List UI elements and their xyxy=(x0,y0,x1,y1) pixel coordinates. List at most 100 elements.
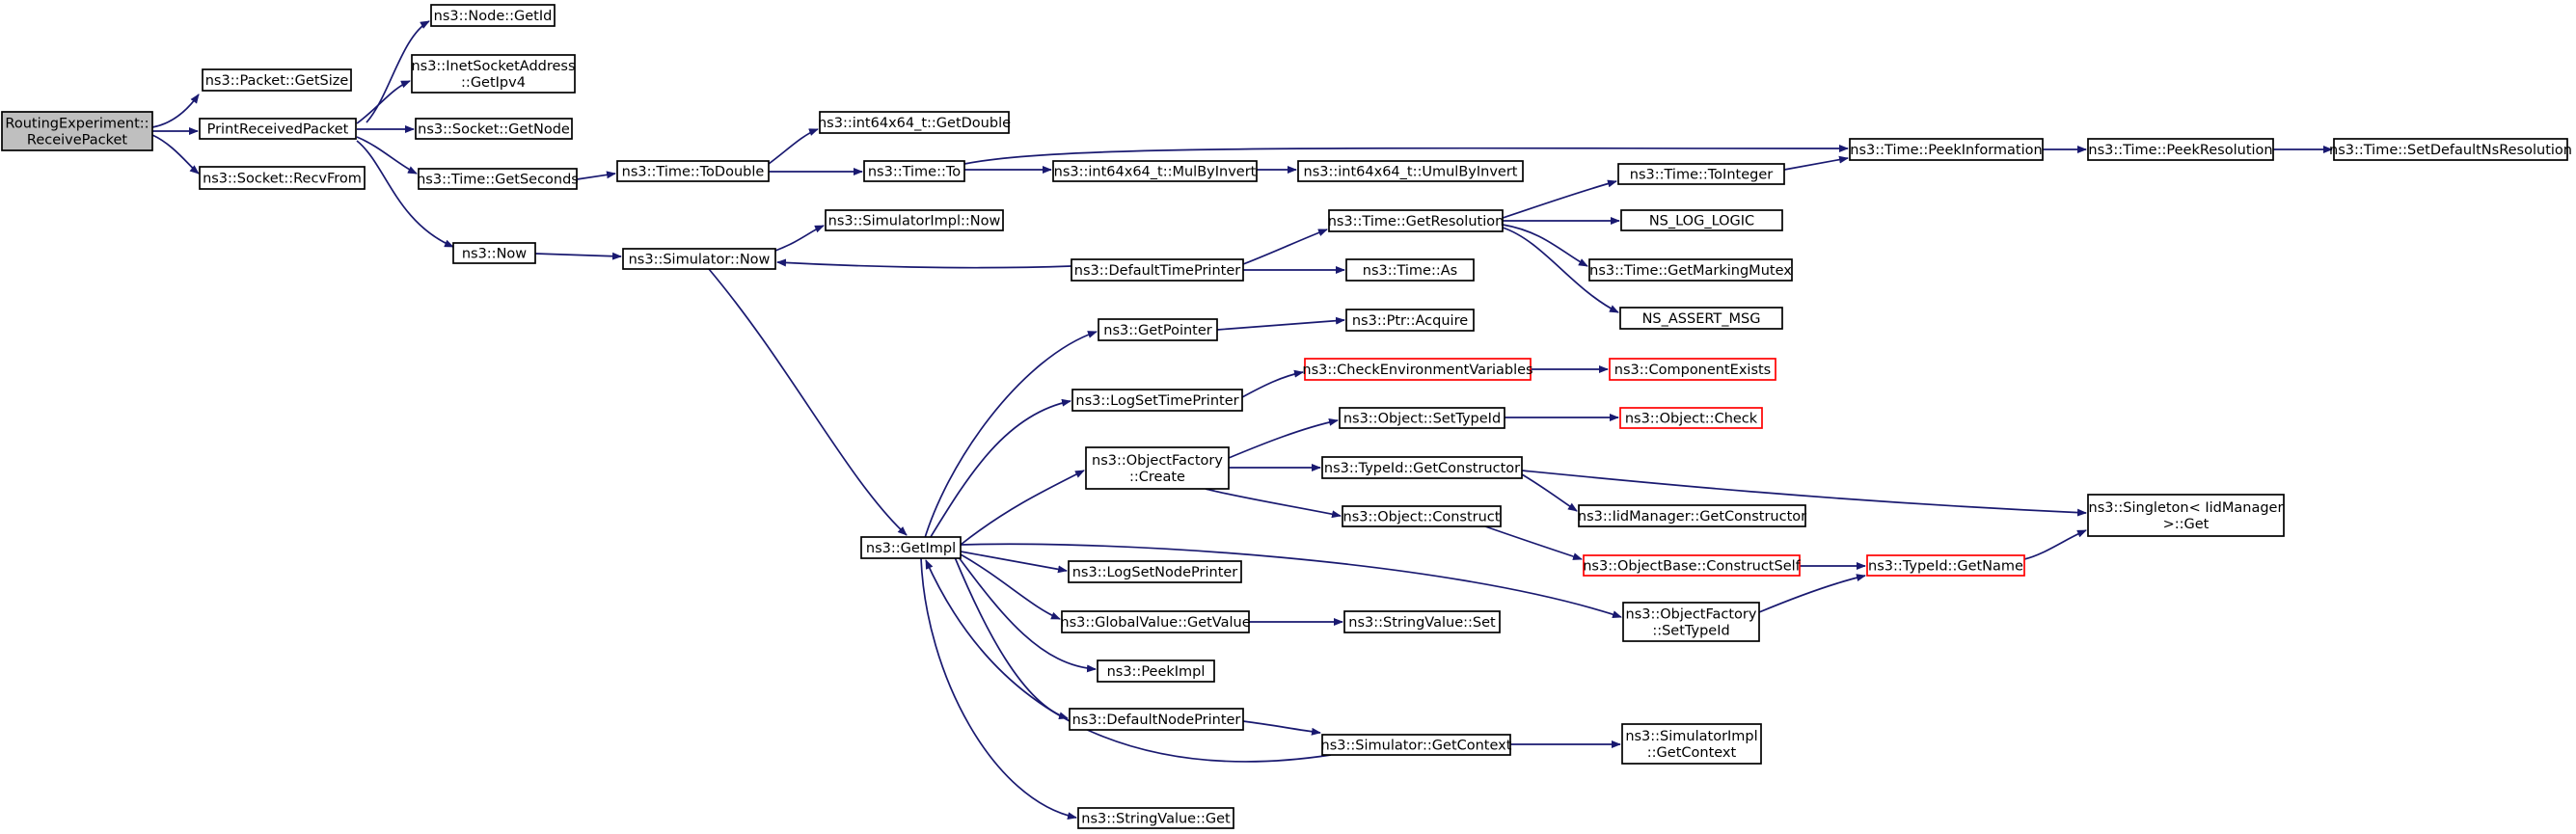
node-box xyxy=(1617,163,1785,185)
graph-node-umulbyinvert[interactable]: ns3::int64x64_t::UmulByInvert xyxy=(1297,160,1524,182)
node-label: PrintReceivedPacket xyxy=(207,122,349,138)
graph-node-timetointeger[interactable]: ns3::Time::ToInteger xyxy=(1617,163,1785,185)
node-label: ns3::Simulator::Now xyxy=(629,253,771,268)
graph-node-socketgetnode[interactable]: ns3::Socket::GetNode xyxy=(415,118,573,140)
call-edge-2 xyxy=(151,134,200,175)
graph-node-simimplnow[interactable]: ns3::SimulatorImpl::Now xyxy=(825,209,1004,231)
graph-node-nsassert[interactable]: NS_ASSERT_MSG xyxy=(1619,307,1783,330)
call-edge-41 xyxy=(960,543,1622,618)
node-box xyxy=(1068,560,1242,583)
graph-node-inet[interactable]: ns3::InetSocketAddress::GetIpv4 xyxy=(411,54,576,94)
graph-node-singleton[interactable]: ns3::Singleton< IidManager>::Get xyxy=(2087,494,2285,537)
node-box xyxy=(1085,446,1230,490)
graph-node-objsettypeid[interactable]: ns3::Object::SetTypeId xyxy=(1339,407,1505,429)
node-box xyxy=(202,68,352,92)
node-label: ns3::SimulatorImpl::Now xyxy=(828,214,1001,229)
node-label: ns3::int64x64_t::GetDouble xyxy=(818,116,1011,131)
graph-node-checkenv[interactable]: ns3::CheckEnvironmentVariables xyxy=(1302,358,1533,381)
graph-node-mulbyinvert[interactable]: ns3::int64x64_t::MulByInvert xyxy=(1052,160,1258,182)
call-edge-17 xyxy=(774,225,825,252)
node-label: ns3::Packet::GetSize xyxy=(205,73,349,89)
graph-node-globalvaluegetvalue[interactable]: ns3::GlobalValue::GetValue xyxy=(1060,610,1251,633)
node-box xyxy=(1619,407,1763,429)
node-label: ns3::DefaultTimePrinter xyxy=(1074,263,1240,279)
call-edge-52 xyxy=(708,268,908,536)
graph-node-defnodeprinter[interactable]: ns3::DefaultNodePrinter xyxy=(1069,708,1244,731)
node-label: RoutingExperiment:: xyxy=(5,117,149,132)
graph-node-i64getdouble[interactable]: ns3::int64x64_t::GetDouble xyxy=(818,111,1011,134)
graph-node-stringvalueget[interactable]: ns3::StringValue::Get xyxy=(1077,807,1234,829)
graph-node-typeidgetname[interactable]: ns3::TypeId::GetName xyxy=(1866,554,2025,577)
node-box xyxy=(1621,723,1762,765)
node-box xyxy=(863,160,965,182)
graph-node-getseconds[interactable]: ns3::Time::GetSeconds xyxy=(417,168,579,190)
graph-node-getsize[interactable]: ns3::Packet::GetSize xyxy=(202,68,352,92)
node-box xyxy=(199,166,366,190)
graph-node-constructself[interactable]: ns3::ObjectBase::ConstructSelf xyxy=(1583,554,1802,577)
graph-node-getresolution[interactable]: ns3::Time::GetResolution xyxy=(1328,209,1505,232)
node-label: ns3::Socket::RecvFrom xyxy=(203,172,362,187)
node-box xyxy=(2333,138,2568,161)
node-label: ns3::Time::SetDefaultNsResolution xyxy=(2329,143,2572,158)
node-label: ns3::DefaultNodePrinter xyxy=(1072,713,1241,728)
node-box xyxy=(1077,807,1234,829)
node-label: ns3::ComponentExists xyxy=(1614,363,1772,378)
graph-node-ptracquire[interactable]: ns3::Ptr::Acquire xyxy=(1345,309,1475,332)
graph-node-logsettimeprinter[interactable]: ns3::LogSetTimePrinter xyxy=(1071,389,1243,412)
call-edge-9 xyxy=(768,128,819,165)
node-box xyxy=(616,160,770,182)
call-edge-6 xyxy=(356,136,418,175)
graph-node-simgetcontext[interactable]: ns3::Simulator::GetContext xyxy=(1321,734,1512,756)
graph-node-objfactorycreate[interactable]: ns3::ObjectFactory::Create xyxy=(1085,446,1230,490)
node-box xyxy=(1097,659,1215,683)
graph-node-nodegetid[interactable]: ns3::Node::GetId xyxy=(430,4,556,27)
node-label: NS_ASSERT_MSG xyxy=(1642,311,1761,327)
call-edge-45 xyxy=(1758,574,1866,613)
node-label: ::GetIpv4 xyxy=(461,75,526,91)
graph-node-peekinfo[interactable]: ns3::Time::PeekInformation xyxy=(1849,138,2044,161)
node-box xyxy=(1061,610,1250,633)
graph-node-simimplgetcontext[interactable]: ns3::SimulatorImpl::GetContext xyxy=(1621,723,1762,765)
call-edge-0 xyxy=(151,94,200,128)
call-edge-27 xyxy=(1216,316,1345,331)
node-box xyxy=(1297,160,1524,182)
graph-node-setdefres[interactable]: ns3::Time::SetDefaultNsResolution xyxy=(2329,138,2572,161)
graph-node-stringvalueset[interactable]: ns3::StringValue::Set xyxy=(1343,610,1501,633)
call-edge-50 xyxy=(925,559,1332,763)
graph-node-compexists[interactable]: ns3::ComponentExists xyxy=(1609,358,1776,381)
node-label: ns3::PeekImpl xyxy=(1107,664,1206,680)
graph-node-now[interactable]: ns3::Now xyxy=(452,242,536,264)
graph-node-getimpl[interactable]: ns3::GetImpl xyxy=(860,536,962,559)
call-edge-28 xyxy=(925,398,1071,546)
node-label: ns3::Time::GetResolution xyxy=(1328,214,1505,229)
node-label: ns3::Now xyxy=(462,247,527,262)
graph-node-objfactorysettypeid[interactable]: ns3::ObjectFactory::SetTypeId xyxy=(1622,602,1760,642)
graph-node-iidmgrgetctor[interactable]: ns3::IidManager::GetConstructor xyxy=(1578,504,1806,527)
call-edge-21 xyxy=(1502,179,1617,219)
call-edge-35 xyxy=(1521,470,2087,517)
graph-node-simnow[interactable]: ns3::Simulator::Now xyxy=(622,248,776,270)
graph-node-nslog[interactable]: NS_LOG_LOGIC xyxy=(1620,209,1783,231)
graph-node-prp[interactable]: PrintReceivedPacket xyxy=(199,118,357,140)
graph-node-getpointer[interactable]: ns3::GetPointer xyxy=(1098,318,1218,341)
graph-node-logsetnodeprinter[interactable]: ns3::LogSetNodePrinter xyxy=(1068,560,1242,583)
graph-node-todouble[interactable]: ns3::Time::ToDouble xyxy=(616,160,770,182)
node-label: ns3::ObjectBase::ConstructSelf xyxy=(1583,559,1801,575)
graph-node-root[interactable]: RoutingExperiment::ReceivePacket xyxy=(1,111,153,151)
graph-node-deftimeprinter[interactable]: ns3::DefaultTimePrinter xyxy=(1071,258,1244,282)
node-label: ns3::Time::GetMarkingMutex xyxy=(1589,263,1792,279)
graph-node-objconstruct[interactable]: ns3::Object::Construct xyxy=(1342,505,1502,527)
graph-node-timeto[interactable]: ns3::Time::To xyxy=(863,160,965,182)
graph-node-peekimpl[interactable]: ns3::PeekImpl xyxy=(1097,659,1215,683)
node-box xyxy=(1304,358,1532,381)
graph-node-objcheck[interactable]: ns3::Object::Check xyxy=(1619,407,1763,429)
node-label: ns3::Object::SetTypeId xyxy=(1343,412,1501,427)
call-edge-51 xyxy=(920,557,1077,821)
graph-node-peekres[interactable]: ns3::Time::PeekResolution xyxy=(2087,138,2274,161)
graph-node-markingmutex[interactable]: ns3::Time::GetMarkingMutex xyxy=(1588,258,1793,282)
call-edge-38 xyxy=(1484,525,1583,560)
graph-node-timeas[interactable]: ns3::Time::As xyxy=(1345,258,1475,282)
node-label: ns3::LogSetTimePrinter xyxy=(1075,393,1238,409)
graph-node-typeidgetctor[interactable]: ns3::TypeId::GetConstructor xyxy=(1321,456,1523,479)
graph-node-recvfrom[interactable]: ns3::Socket::RecvFrom xyxy=(199,166,366,190)
